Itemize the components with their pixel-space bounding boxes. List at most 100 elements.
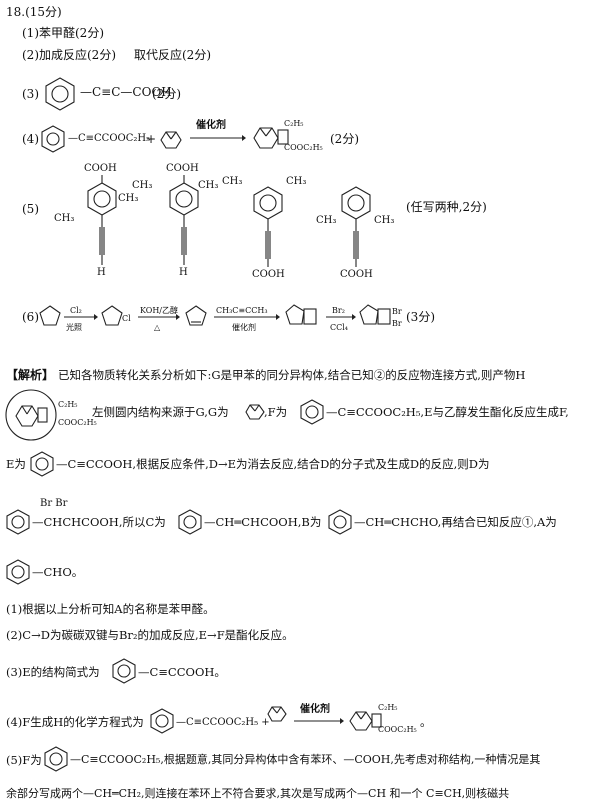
analysis-step-5b: —C≡CCOOC₂H₅,根据题意,其同分异构体中含有苯环、—COOH,先考虑对称…	[70, 753, 541, 766]
s2-ch3-left: CH₃	[132, 180, 153, 191]
reaction-arrow-icon	[64, 314, 98, 320]
a6-cl2: Cl₂	[70, 306, 82, 315]
answer-4-reactant: —C≡CCOOC₂H₅	[68, 133, 151, 144]
a6-koh: KOH/乙醇	[140, 306, 178, 315]
benzene-ring-icon	[30, 451, 54, 477]
analysis-br-label: Br Br	[40, 498, 68, 509]
answer-3-formula: —C≡C—COOH	[80, 85, 172, 99]
s4-cooh: COOH	[340, 269, 373, 280]
tetracyclic-product-icon	[253, 127, 289, 149]
s4-ethyl: C₂H₅	[378, 703, 398, 712]
a6-br2: Br₂	[332, 306, 345, 315]
analysis-step-3b: —C≡CCOOH。	[138, 665, 226, 679]
answer-4-plus: +	[146, 132, 157, 146]
answer-3-label: (3)	[22, 87, 39, 101]
benzene-ring-icon	[41, 125, 65, 153]
analysis-step-1: (1)根据以上分析可知A的名称是苯甲醛。	[6, 602, 215, 616]
analysis-line-5: —CHO。	[32, 565, 84, 579]
reaction-arrow-icon	[138, 314, 180, 320]
norbornadiene-icon	[267, 706, 287, 722]
a6-cl: Cl	[122, 314, 131, 323]
answer-4-ethyl: C₂H₅	[284, 119, 304, 128]
circled-structure-icon	[5, 389, 57, 441]
reaction-arrow-icon	[214, 314, 280, 320]
answer-2a: (2)加成反应(2分)	[22, 48, 116, 62]
answer-4-label: (4)	[22, 132, 39, 146]
analysis-line-4c: —CH═CHCHO,再结合已知反应①,A为	[354, 515, 557, 529]
analysis-step-4c: 催化剂	[300, 704, 330, 715]
answer-5-note: (任写两种,2分)	[406, 200, 487, 214]
circle-ester: COOC₂H₅	[58, 418, 97, 427]
s1-ch3-right: CH₃	[118, 193, 139, 204]
answer-4-catalyst: 催化剂	[196, 120, 226, 131]
cyclopentene-icon	[185, 305, 207, 326]
a6-reagent: CH₃C≡CCH₃	[216, 306, 268, 315]
analysis-line-4a: —CHCHCOOH,所以C为	[32, 515, 166, 529]
analysis-step-4b: —C≡CCOOC₂H₅ +	[176, 717, 270, 728]
answer-6-score: (3分)	[406, 310, 435, 324]
s3-ch3-left: CH₃	[222, 176, 243, 187]
analysis-title: 【解析】	[6, 368, 55, 382]
cyclopentane-icon	[39, 305, 61, 326]
reaction-arrow-icon	[294, 718, 344, 724]
analysis-step-4a: (4)F生成H的化学方程式为	[6, 715, 144, 729]
s4-ch3-right: CH₃	[374, 215, 395, 226]
benzene-ring-icon	[6, 509, 30, 535]
structure-1-ring-icon	[87, 175, 117, 265]
norbornadiene-icon	[160, 131, 182, 149]
tetracyclic-product-icon	[349, 711, 382, 731]
benzene-ring-icon	[112, 658, 136, 684]
s2-h: H	[179, 267, 188, 278]
analysis-line-2a: 左侧圆内结构来源于G,G为	[92, 405, 229, 419]
analysis-step-4d: 。	[420, 715, 432, 729]
analysis-step-2: (2)C→D为碳碳双键与Br₂的加成反应,E→F是酯化反应。	[6, 628, 294, 642]
s4-ch3-left: CH₃	[316, 215, 337, 226]
s3-cooh: COOH	[252, 269, 285, 280]
benzene-ring-icon	[328, 509, 352, 535]
reaction-arrow-icon	[326, 314, 356, 320]
a6-cat: 催化剂	[232, 323, 256, 332]
answer-3-score: (2分)	[152, 87, 181, 101]
bicyclic-intermediate-icon	[285, 304, 317, 325]
analysis-step-3a: (3)E的结构简式为	[6, 665, 100, 679]
dibromo-product-icon	[359, 304, 391, 325]
analysis-line-3a: E为	[6, 457, 26, 471]
structure-2-ring-icon	[169, 175, 199, 265]
a6-ccl4: CCl₄	[330, 323, 349, 332]
norbornadiene-icon	[245, 404, 265, 420]
benzene-ring-icon	[150, 708, 174, 734]
structure-4-ring-icon	[341, 186, 371, 267]
analysis-step-5a: (5)F为	[6, 753, 42, 767]
answer-4-score: (2分)	[330, 132, 359, 146]
answer-2b: 取代反应(2分)	[134, 48, 211, 62]
benzene-ring-icon	[44, 746, 68, 772]
benzene-ring-icon	[45, 77, 75, 111]
answer-1: (1)苯甲醛(2分)	[22, 26, 104, 40]
a6-light: 光照	[66, 323, 82, 332]
benzene-ring-icon	[300, 399, 324, 425]
benzene-ring-icon	[178, 509, 202, 535]
reaction-arrow-icon	[190, 135, 246, 141]
analysis-step-6: 余部分写成两个—CH═CH₂,则连接在苯环上不符合要求,其次是写成两个—CH 和…	[6, 787, 510, 800]
s4-ester: COOC₂H₅	[378, 725, 417, 734]
analysis-line-3b: —C≡CCOOH,根据反应条件,D→E为消去反应,结合D的分子式及生成D的反应,…	[56, 457, 490, 471]
analysis-line-4b: —CH═CHCOOH,B为	[204, 515, 322, 529]
analysis-line-2b: ,F为	[264, 405, 288, 419]
analysis-line-1: 已知各物质转化关系分析如下:G是甲苯的同分异构体,结合已知②的反应物连接方式,则…	[58, 368, 526, 382]
a6-br-bottom: Br	[392, 319, 402, 328]
a6-heat: △	[154, 323, 161, 332]
s1-ch3-left: CH₃	[54, 213, 75, 224]
chlorocyclopentane-icon	[101, 305, 123, 326]
question-number: 18.(15分)	[6, 5, 62, 19]
s2-ch3-right: CH₃	[198, 180, 219, 191]
answer-6-label: (6)	[22, 310, 39, 324]
circle-ethyl: C₂H₅	[58, 400, 78, 409]
answer-4-ester: COOC₂H₅	[284, 143, 323, 152]
s1-cooh: COOH	[84, 163, 117, 174]
benzene-ring-icon	[6, 559, 30, 585]
a6-br-top: Br	[392, 307, 402, 316]
structure-3-ring-icon	[253, 186, 283, 267]
s3-ch3-right: CH₃	[286, 176, 307, 187]
s1-h: H	[97, 267, 106, 278]
analysis-line-2c: —C≡CCOOC₂H₅,E与乙醇发生酯化反应生成F,	[326, 405, 569, 419]
